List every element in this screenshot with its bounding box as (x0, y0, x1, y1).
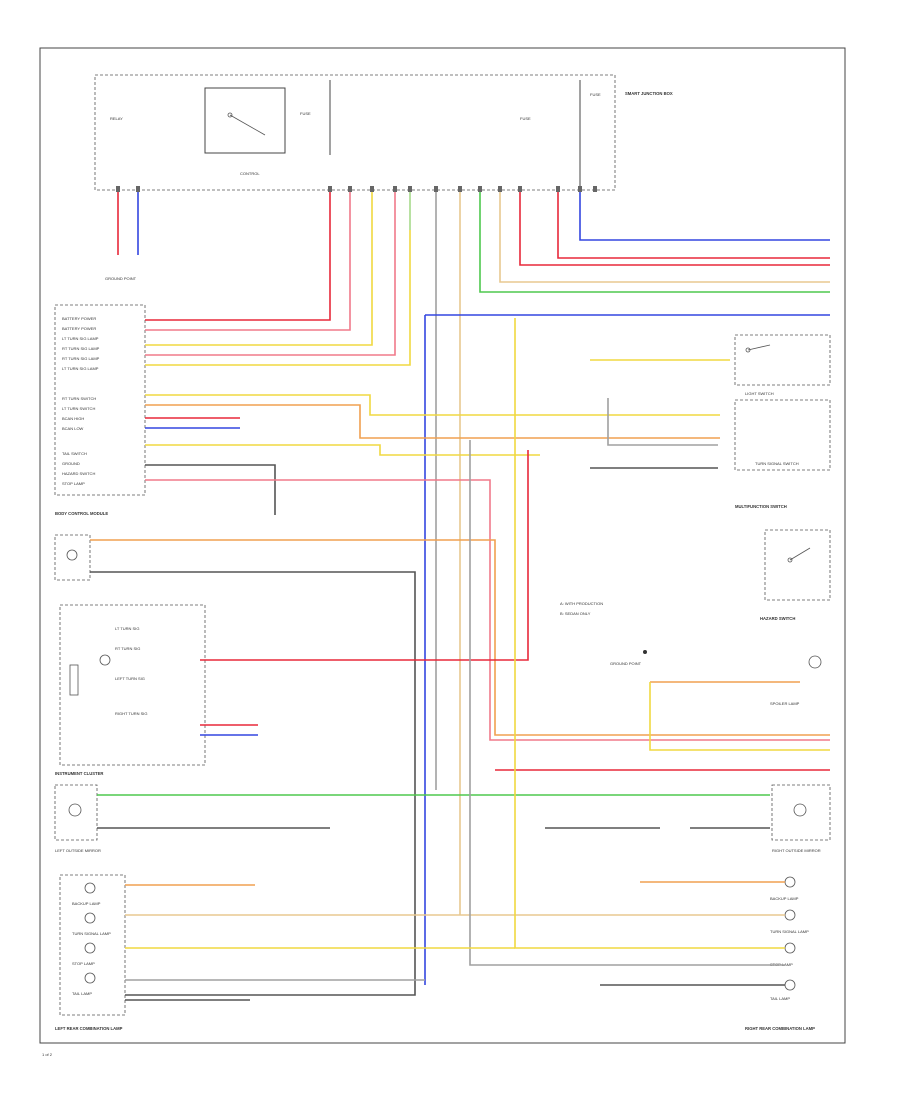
right-rear-combination-lamp: BACKUP LAMP TURN SIGNAL LAMP STOP LAMP T… (745, 876, 815, 1031)
svg-text:LEFT TURN SIG: LEFT TURN SIG (115, 676, 145, 681)
legend-b: B: SEDAN ONLY (560, 611, 591, 616)
spoiler-lamp (808, 655, 822, 669)
wire-red-2 (145, 190, 331, 321)
wire-pink-23 (145, 479, 830, 741)
light-switch-label: LIGHT SWITCH (745, 391, 774, 396)
left-turn-lamp-label: TURN SIGNAL LAMP (72, 931, 111, 936)
svg-text:BATTERY POWER: BATTERY POWER (62, 326, 96, 331)
connector-pin-9 (478, 186, 482, 192)
connector-pin-5 (393, 186, 397, 192)
instrument-cluster: LT TURN SIG RT TURN SIG LEFT TURN SIG RI… (55, 604, 206, 776)
multifunction-switch-label: MULTIFUNCTION SWITCH (735, 504, 787, 509)
wire-yellow-4 (145, 190, 373, 346)
right-tail-lamp-caption: RIGHT REAR COMBINATION LAMP (745, 1026, 815, 1031)
svg-text:CONTROL: CONTROL (240, 171, 260, 176)
connector-pin-12 (556, 186, 560, 192)
svg-text:RIGHT TURN SIG: RIGHT TURN SIG (115, 711, 148, 716)
legend-a: A: WITH PRODUCTION (560, 601, 603, 606)
svg-text:RT TURN SIG LAMP: RT TURN SIG LAMP (62, 346, 100, 351)
connector-pin-6 (408, 186, 412, 192)
svg-text:LT TURN SIG LAMP: LT TURN SIG LAMP (62, 336, 99, 341)
svg-text:FUSE: FUSE (590, 92, 601, 97)
body-control-module: BATTERY POWER BATTERY POWER LT TURN SIG … (54, 304, 146, 516)
left-stop-lamp-label: STOP LAMP (72, 961, 95, 966)
page-number: 1 of 2 (42, 1052, 53, 1057)
wire-black-22 (145, 464, 276, 515)
wire-pink-3 (145, 190, 351, 331)
connector-pin-14 (593, 186, 597, 192)
connector-pin-1 (136, 186, 140, 192)
connector-pin-7 (434, 186, 438, 192)
wire-red-26 (200, 450, 529, 661)
multifunction-switch: LIGHT SWITCH TURN SIGNAL SWITCH MULTIFUN… (734, 334, 831, 509)
left-tail-lamp-label: TAIL LAMP (72, 991, 92, 996)
svg-text:LT TURN SWITCH: LT TURN SWITCH (62, 406, 95, 411)
wire-orange-17 (145, 404, 720, 439)
wire-tan-10 (499, 190, 830, 283)
right-turn-lamp-label: TURN SIGNAL LAMP (770, 929, 809, 934)
ground-point-right-label: GROUND POINT (610, 661, 642, 666)
wire-red-12 (557, 190, 830, 259)
turn-signal-switch-label: TURN SIGNAL SWITCH (755, 461, 799, 466)
left-mirror-label: LEFT OUTSIDE MIRROR (55, 848, 101, 853)
svg-text:FUSE: FUSE (300, 111, 311, 116)
page-frame (39, 47, 846, 1044)
svg-text:BATTERY POWER: BATTERY POWER (62, 316, 96, 321)
svg-text:FUSE: FUSE (520, 116, 531, 121)
connector-pin-11 (518, 186, 522, 192)
connector-pin-8 (458, 186, 462, 192)
wire-yellow-16 (145, 394, 720, 416)
wire-red-11 (519, 190, 830, 266)
connector-pin-10 (498, 186, 502, 192)
svg-text:RT TURN SIG: RT TURN SIG (115, 646, 140, 651)
hazard-switch: HAZARD SWITCH (760, 529, 831, 621)
wire-yellow-37 (514, 318, 785, 949)
instrument-cluster-label: INSTRUMENT CLUSTER (55, 771, 103, 776)
connector-pin-0 (116, 186, 120, 192)
smart-junction-box: RELAY FUSE FUSE FUSE CONTROL SMART JUNCT… (94, 74, 673, 191)
svg-text:LT TURN SIG: LT TURN SIG (115, 626, 139, 631)
svg-text:TAIL SWITCH: TAIL SWITCH (62, 451, 87, 456)
svg-text:RT TURN SIG LAMP: RT TURN SIG LAMP (62, 356, 100, 361)
connector-pin-3 (348, 186, 352, 192)
left-rear-combination-lamp: BACKUP LAMP TURN SIGNAL LAMP STOP LAMP T… (55, 874, 126, 1031)
svg-text:BCAN LOW: BCAN LOW (62, 426, 84, 431)
svg-text:LT TURN SIG LAMP: LT TURN SIG LAMP (62, 366, 99, 371)
hazard-switch-label: HAZARD SWITCH (760, 616, 795, 621)
junction-box-label: SMART JUNCTION BOX (625, 91, 673, 96)
right-backup-lamp-label: BACKUP LAMP (770, 896, 799, 901)
wire-green-9 (479, 190, 830, 293)
bcm-label: BODY CONTROL MODULE (55, 511, 108, 516)
connector-pin-4 (370, 186, 374, 192)
right-tail-lamp-label: TAIL LAMP (770, 996, 790, 1001)
wire-gray-41 (607, 398, 718, 446)
wire-harness (90, 186, 830, 1001)
svg-text:BCAN HIGH: BCAN HIGH (62, 416, 84, 421)
svg-text:GROUND: GROUND (62, 461, 80, 466)
svg-text:RELAY: RELAY (110, 116, 123, 121)
wire-gray-40 (469, 440, 785, 966)
wire-yellow-6 (145, 190, 411, 366)
wire-pink-5 (145, 190, 396, 356)
relay-box (54, 534, 91, 581)
wire-yellow-21 (145, 444, 540, 456)
spoiler-lamp-label: SPOILER LAMP (770, 701, 800, 706)
left-tail-lamp-caption: LEFT REAR COMBINATION LAMP (55, 1026, 123, 1031)
svg-text:RT TURN SWITCH: RT TURN SWITCH (62, 396, 96, 401)
right-mirror-label: RIGHT OUTSIDE MIRROR (772, 848, 821, 853)
wire-blue-13 (579, 190, 830, 241)
connector-pin-2 (328, 186, 332, 192)
svg-text:STOP LAMP: STOP LAMP (62, 481, 85, 486)
right-mirror-lamp (771, 784, 831, 841)
connector-pin-13 (578, 186, 582, 192)
left-mirror-lamp (54, 784, 98, 841)
svg-text:HAZARD SWITCH: HAZARD SWITCH (62, 471, 95, 476)
wire-orange-24 (90, 539, 830, 736)
wire-black-25 (90, 571, 416, 996)
ground-point-left-label: GROUND POINT (105, 276, 137, 281)
left-backup-lamp-label: BACKUP LAMP (72, 901, 101, 906)
wire-yellow-30 (649, 682, 830, 751)
